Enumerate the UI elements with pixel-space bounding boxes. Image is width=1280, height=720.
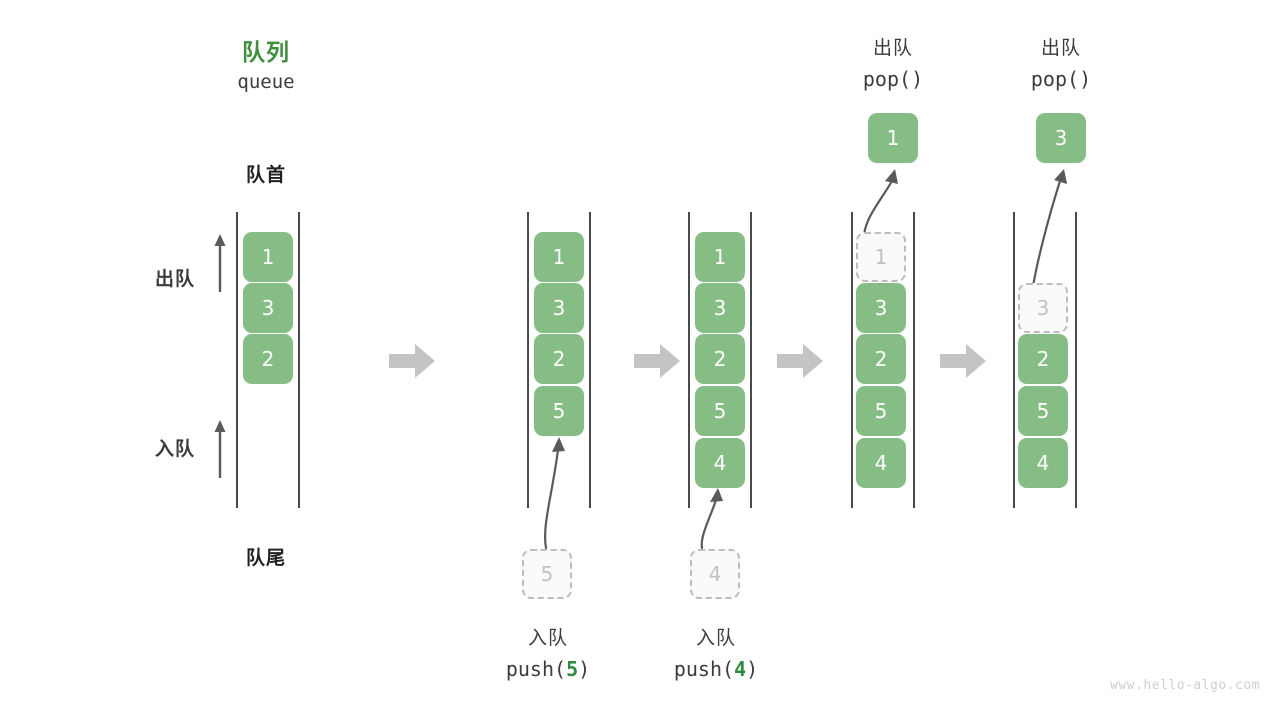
queue-cell: 2 bbox=[1018, 334, 1068, 384]
step-caption-code: pop() bbox=[981, 67, 1141, 91]
queue-cell: 2 bbox=[695, 334, 745, 384]
code-value: 5 bbox=[566, 657, 579, 681]
queue-track-left-rail bbox=[236, 212, 238, 508]
pending-push-cell: 5 bbox=[522, 549, 572, 599]
code-prefix: pop( bbox=[1030, 67, 1080, 91]
queue-track-right-rail bbox=[913, 212, 915, 508]
queue-cell: 3 bbox=[695, 283, 745, 333]
queue-cell: 3 bbox=[243, 283, 293, 333]
queue-cell: 4 bbox=[856, 438, 906, 488]
queue-cell-removed: 1 bbox=[856, 232, 906, 282]
queue-cell: 5 bbox=[695, 386, 745, 436]
queue-track-right-rail bbox=[589, 212, 591, 508]
step-caption-code: push(4) bbox=[636, 657, 796, 681]
push-arrow-4 bbox=[700, 488, 723, 550]
queue-cell-removed: 3 bbox=[1018, 283, 1068, 333]
enqueue-direction-arrow bbox=[214, 420, 226, 478]
queue-track-right-rail bbox=[1075, 212, 1077, 508]
dequeue-direction-label: 出队 bbox=[154, 268, 195, 290]
step-caption-cn: 出队 bbox=[1040, 37, 1081, 59]
step-caption-code: pop() bbox=[813, 67, 973, 91]
step-arrow-1 bbox=[389, 344, 435, 378]
queue-cell: 3 bbox=[856, 283, 906, 333]
step-arrow-2 bbox=[634, 344, 680, 378]
code-prefix: push( bbox=[673, 657, 735, 681]
queue-cell: 5 bbox=[856, 386, 906, 436]
pop-arrow-3 bbox=[1030, 169, 1067, 295]
queue-cell: 1 bbox=[695, 232, 745, 282]
step-caption-cn: 入队 bbox=[527, 627, 568, 649]
code-suffix: ) bbox=[746, 657, 759, 681]
figure-title-en: queue bbox=[237, 71, 295, 93]
popped-cell: 3 bbox=[1036, 113, 1086, 163]
queue-track-left-rail bbox=[1013, 212, 1015, 508]
code-suffix: ) bbox=[1079, 67, 1092, 91]
queue-front-label: 队首 bbox=[245, 164, 286, 186]
queue-cell: 4 bbox=[1018, 438, 1068, 488]
step-caption-cn: 入队 bbox=[695, 627, 736, 649]
code-value: 4 bbox=[734, 657, 747, 681]
queue-cell-new: 4 bbox=[695, 438, 745, 488]
queue-cell: 2 bbox=[243, 334, 293, 384]
popped-cell: 1 bbox=[868, 113, 918, 163]
queue-rear-label: 队尾 bbox=[245, 547, 286, 569]
push-arrow-5 bbox=[543, 437, 565, 550]
step-arrow-3 bbox=[777, 344, 823, 378]
code-prefix: pop( bbox=[862, 67, 912, 91]
code-suffix: ) bbox=[578, 657, 591, 681]
queue-track-left-rail bbox=[851, 212, 853, 508]
step-caption-cn: 出队 bbox=[872, 37, 913, 59]
queue-cell-new: 5 bbox=[534, 386, 584, 436]
code-prefix: push( bbox=[505, 657, 567, 681]
step-arrow-4 bbox=[940, 344, 986, 378]
queue-cell: 5 bbox=[1018, 386, 1068, 436]
queue-track-left-rail bbox=[527, 212, 529, 508]
enqueue-direction-label: 入队 bbox=[154, 438, 195, 460]
pending-push-cell: 4 bbox=[690, 549, 740, 599]
code-suffix: ) bbox=[911, 67, 924, 91]
queue-cell: 1 bbox=[534, 232, 584, 282]
queue-cell: 1 bbox=[243, 232, 293, 282]
queue-track-right-rail bbox=[750, 212, 752, 508]
step-caption-code: push(5) bbox=[468, 657, 628, 681]
queue-track-left-rail bbox=[688, 212, 690, 508]
queue-cell: 2 bbox=[534, 334, 584, 384]
figure-title-cn: 队列 bbox=[242, 40, 290, 66]
queue-track-right-rail bbox=[298, 212, 300, 508]
watermark: www.hello-algo.com bbox=[1110, 678, 1260, 693]
dequeue-direction-arrow bbox=[214, 234, 226, 292]
queue-cell: 2 bbox=[856, 334, 906, 384]
queue-cell: 3 bbox=[534, 283, 584, 333]
